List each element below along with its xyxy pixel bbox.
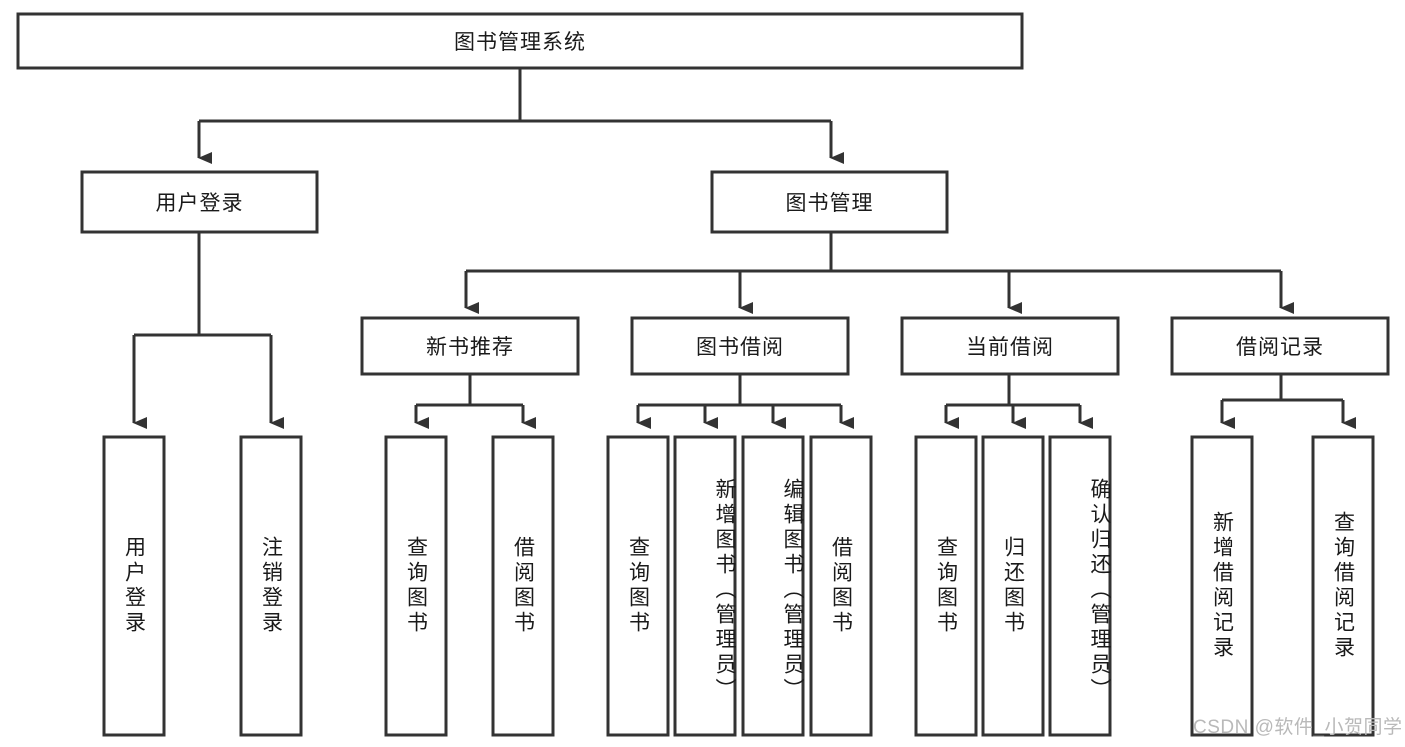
node-current-box[interactable]	[900, 316, 1120, 376]
leaf-box-current-0[interactable]	[914, 435, 978, 737]
node-borrow-box[interactable]	[630, 316, 850, 376]
leaf-box-borrow-2[interactable]	[741, 435, 805, 737]
node-user-login-box[interactable]	[80, 170, 319, 234]
leaf-box-user-login-1[interactable]	[239, 435, 303, 737]
node-root-box[interactable]	[16, 12, 1024, 70]
leaf-box-current-1[interactable]	[981, 435, 1045, 737]
leaf-box-new-book-1[interactable]	[491, 435, 555, 737]
leaf-box-record-0[interactable]	[1190, 435, 1254, 737]
node-record-box[interactable]	[1170, 316, 1390, 376]
leaf-box-borrow-1[interactable]	[673, 435, 737, 737]
leaf-box-user-login-0[interactable]	[102, 435, 166, 737]
node-book-mgmt-box[interactable]	[710, 170, 949, 234]
leaf-box-record-1[interactable]	[1311, 435, 1375, 737]
leaf-box-borrow-3[interactable]	[809, 435, 873, 737]
node-new-book-box[interactable]	[360, 316, 580, 376]
leaf-box-current-2[interactable]	[1048, 435, 1112, 737]
leaf-box-new-book-0[interactable]	[384, 435, 448, 737]
leaf-box-borrow-0[interactable]	[606, 435, 670, 737]
